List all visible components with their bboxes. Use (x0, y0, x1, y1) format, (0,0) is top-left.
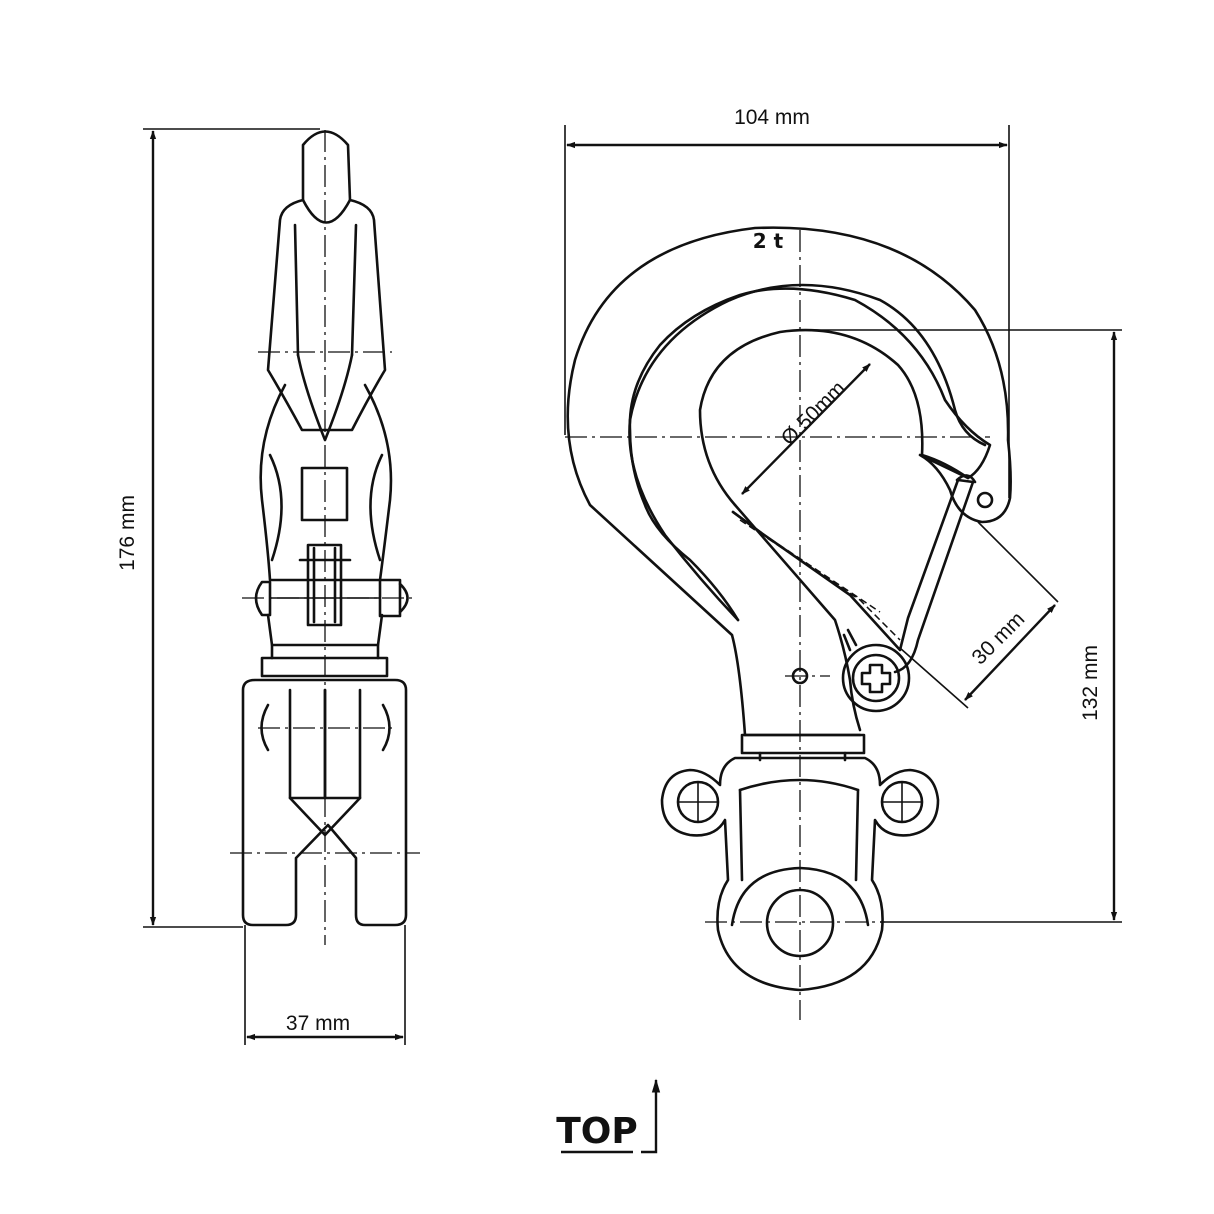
rating-label: 2 t (753, 229, 784, 253)
hook-throat (698, 328, 970, 507)
dim-label-104: 104 mm (734, 106, 810, 129)
dim-line-50 (741, 363, 871, 495)
up-arrow-icon (641, 1078, 661, 1154)
dim-label-132: 132 mm (1079, 645, 1102, 721)
dim-label-37: 37 mm (286, 1012, 350, 1035)
hook-view (565, 226, 1012, 1020)
dim-line-30 (964, 604, 1056, 701)
side-view-eye (266, 130, 387, 432)
latch-bolt (851, 653, 901, 703)
dim-label-30: 30 mm (968, 608, 1030, 670)
top-label: TOP (556, 1111, 638, 1152)
dim-label-50: Ø 50mm (777, 377, 850, 450)
side-view (230, 130, 420, 945)
dim-label-176: 176 mm (116, 495, 139, 571)
side-view-clevis (241, 678, 408, 927)
side-view-body (259, 383, 393, 582)
hook-dimensions (564, 125, 1122, 923)
hook-latch (731, 478, 975, 674)
hook-mount (660, 756, 940, 992)
hook-outline (566, 226, 1012, 737)
side-view-dimensions (143, 128, 406, 1045)
top-marker: TOP (556, 1078, 661, 1154)
